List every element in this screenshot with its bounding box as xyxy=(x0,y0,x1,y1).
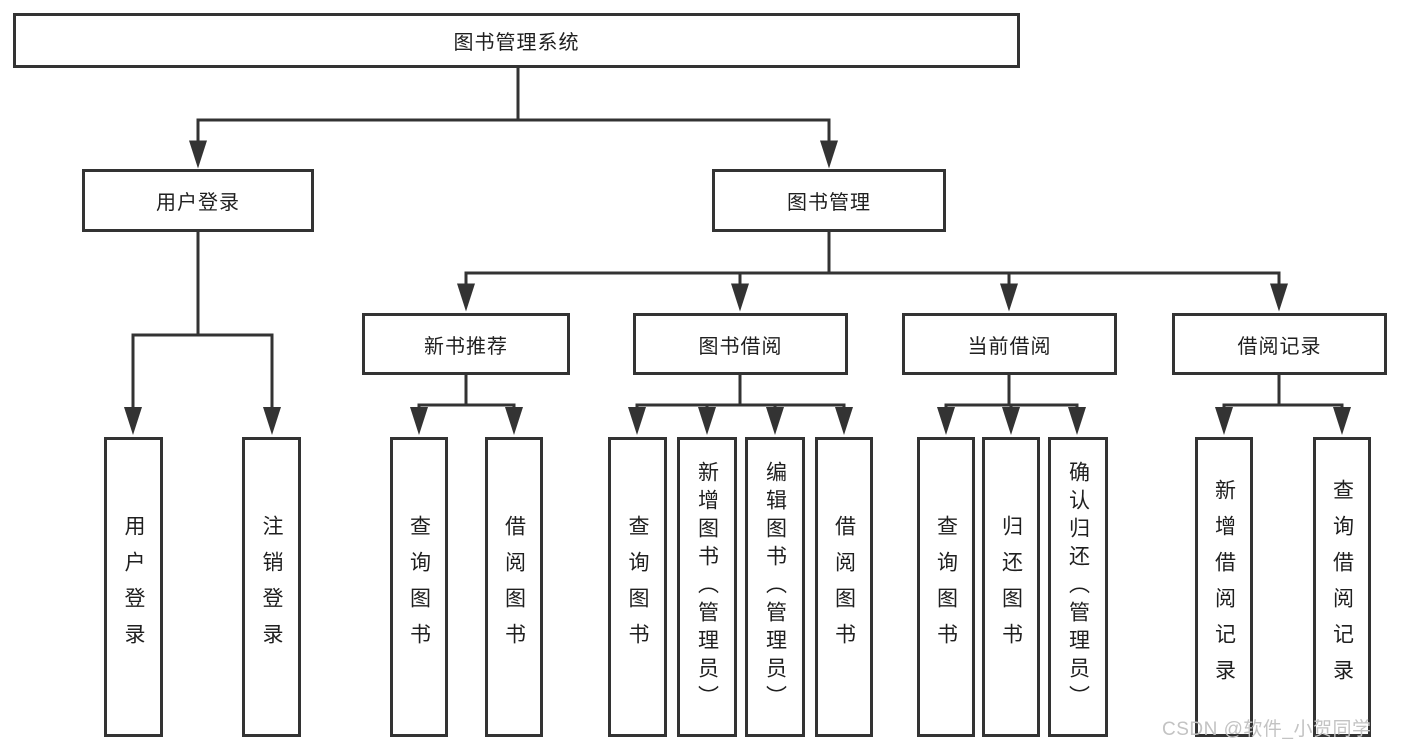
leaf-query-borrow-record: 查询借阅记录 xyxy=(1313,437,1371,737)
arrow-icon xyxy=(457,283,475,312)
leaf-return-books: 归还图书 xyxy=(982,437,1040,737)
arrow-icon xyxy=(1000,283,1018,312)
node-label: 查询图书 xyxy=(626,515,649,659)
leaf-user-login: 用户登录 xyxy=(104,437,163,737)
arrow-icon xyxy=(410,407,428,435)
node-label: 借阅记录 xyxy=(1237,335,1322,358)
node-label: 图书管理 xyxy=(787,192,871,214)
node-new-book-recommend: 新书推荐 xyxy=(362,313,570,375)
arrow-icon xyxy=(1270,283,1288,312)
leaf-query-books-recommend: 查询图书 xyxy=(390,437,448,737)
node-label: 借阅图书 xyxy=(832,515,856,659)
node-label: 编辑图书（管理员） xyxy=(763,461,787,713)
node-library-management-system: 图书管理系统 xyxy=(13,13,1020,68)
node-label: 注销登录 xyxy=(260,515,283,659)
arrow-icon xyxy=(189,140,207,169)
csdn-watermark: CSDN @软件_小贺同学 xyxy=(1162,719,1372,740)
node-label: 用户登录 xyxy=(156,192,240,214)
node-label: 当前借阅 xyxy=(967,335,1052,358)
arrow-icon xyxy=(698,407,716,435)
node-label: 查询图书 xyxy=(934,515,958,659)
arrow-icon xyxy=(835,407,853,435)
leaf-confirm-return-admin: 确认归还（管理员） xyxy=(1048,437,1108,737)
arrow-icon xyxy=(1002,407,1020,435)
arrow-icon xyxy=(263,407,281,435)
leaf-edit-books-admin: 编辑图书（管理员） xyxy=(745,437,805,737)
node-label: 新增借阅记录 xyxy=(1212,479,1236,695)
node-label: 确认归还（管理员） xyxy=(1066,461,1090,713)
node-label: 图书管理系统 xyxy=(453,32,580,54)
node-label: 图书借阅 xyxy=(698,335,783,358)
node-label: 查询借阅记录 xyxy=(1330,479,1354,695)
arrow-icon xyxy=(1333,407,1351,435)
node-book-borrow: 图书借阅 xyxy=(633,313,848,375)
arrow-icon xyxy=(505,407,523,435)
leaf-query-books-current: 查询图书 xyxy=(917,437,975,737)
arrow-icon xyxy=(820,140,838,169)
node-current-borrow: 当前借阅 xyxy=(902,313,1117,375)
node-label: 查询图书 xyxy=(407,515,431,659)
leaf-borrow-books: 借阅图书 xyxy=(815,437,873,737)
node-label: 借阅图书 xyxy=(502,515,526,659)
leaf-add-borrow-record: 新增借阅记录 xyxy=(1195,437,1253,737)
node-label: 用户登录 xyxy=(122,515,145,659)
node-user-login-group: 用户登录 xyxy=(82,169,314,232)
node-book-management: 图书管理 xyxy=(712,169,946,232)
arrow-icon xyxy=(937,407,955,435)
arrow-icon xyxy=(1215,407,1233,435)
arrow-icon xyxy=(731,283,749,312)
node-label: 归还图书 xyxy=(999,515,1023,659)
leaf-borrow-books-recommend: 借阅图书 xyxy=(485,437,543,737)
node-borrow-record: 借阅记录 xyxy=(1172,313,1387,375)
arrow-icon xyxy=(1068,407,1086,435)
arrow-icon xyxy=(628,407,646,435)
leaf-query-books-borrow: 查询图书 xyxy=(608,437,667,737)
arrowheads xyxy=(124,140,1351,435)
leaf-logout: 注销登录 xyxy=(242,437,301,737)
leaf-add-books-admin: 新增图书（管理员） xyxy=(677,437,737,737)
node-label: 新书推荐 xyxy=(424,335,508,358)
arrow-icon xyxy=(124,407,142,435)
arrow-icon xyxy=(766,407,784,435)
node-label: 新增图书（管理员） xyxy=(695,461,719,713)
